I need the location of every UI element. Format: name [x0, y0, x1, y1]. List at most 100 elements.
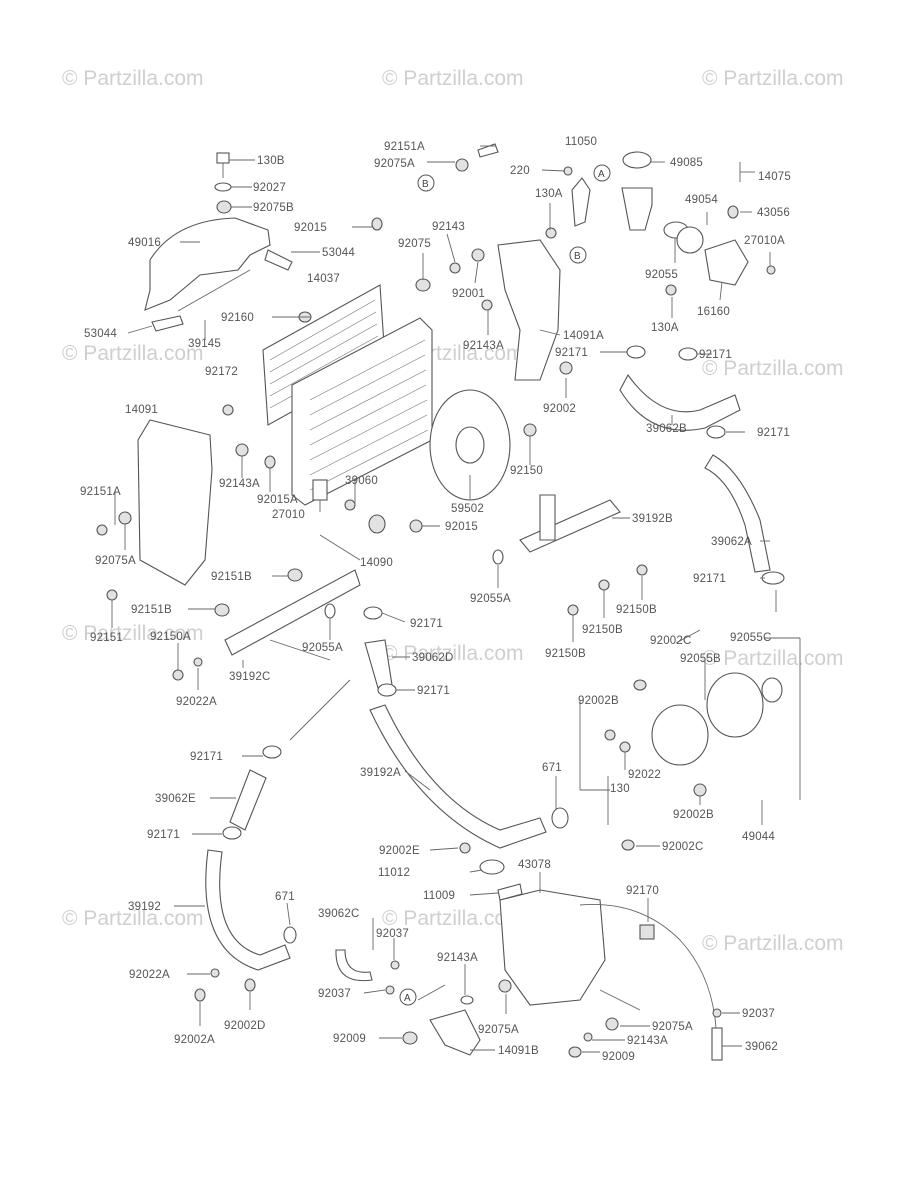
part-number-label: 92055A — [302, 642, 343, 654]
hose-11009-drawing — [497, 883, 523, 901]
part-number-label: 92002B — [673, 809, 714, 821]
part-number-label: 14091 — [125, 404, 158, 416]
cap-11012-drawing — [479, 859, 505, 875]
part-number-label: 92171 — [147, 829, 180, 841]
part-number-label: 53044 — [84, 328, 117, 340]
part-number-label: 92150B — [616, 604, 657, 616]
part-number-label: 92171 — [190, 751, 223, 763]
part-number-label: 220 — [510, 165, 530, 177]
washer-92027-drawing — [214, 182, 232, 192]
part-number-label: 39192 — [128, 901, 161, 913]
part-number-label: 92075A — [374, 158, 415, 170]
part-number-label: 671 — [542, 762, 562, 774]
part-labels: 130B 92027 92075B 49016 92015 53044 1403… — [80, 136, 791, 1063]
part-number-label: 92143A — [463, 340, 504, 352]
part-number-label: 39192A — [360, 767, 401, 779]
pipe-39192b-drawing — [519, 499, 621, 553]
pipe-39192a-drawing — [369, 704, 547, 849]
callout-a-label: A — [598, 169, 605, 180]
part-number-label: 92015 — [445, 521, 478, 533]
part-number-label: 92150B — [545, 648, 586, 660]
pump-body-drawing — [651, 704, 709, 766]
part-number-label: 92075 — [398, 238, 431, 250]
part-number-label: 27010 — [272, 509, 305, 521]
part-number-label: 92015A — [257, 494, 298, 506]
part-number-label: 14075 — [758, 171, 791, 183]
drain-27010-drawing — [312, 479, 328, 501]
part-number-label: 92002C — [662, 841, 703, 853]
part-number-label: 92170 — [626, 885, 659, 897]
part-number-label: 39062E — [155, 793, 196, 805]
part-number-label: 92151A — [384, 141, 425, 153]
part-number-label: 92171 — [410, 618, 443, 630]
part-number-label: 92022 — [628, 769, 661, 781]
part-number-label: 92171 — [417, 685, 450, 697]
part-number-label: 92022A — [176, 696, 217, 708]
part-number-label: 14090 — [360, 557, 393, 569]
part-number-label: 92143A — [627, 1035, 668, 1047]
part-number-label: 92002B — [578, 695, 619, 707]
strip-53044-drawing — [264, 249, 293, 271]
watermark-text: © Partzilla.com — [702, 932, 844, 955]
part-number-label: 92151B — [131, 604, 172, 616]
part-number-label: 14091B — [498, 1045, 539, 1057]
watermark-text: © Partzilla.com — [702, 67, 844, 90]
thermostat-49054-drawing — [676, 226, 704, 254]
part-number-label: 11012 — [378, 867, 410, 879]
callout-b-circle — [417, 174, 435, 192]
filler-neck-drawing — [621, 187, 653, 231]
part-number-label: 53044 — [322, 247, 355, 259]
housing-16160-drawing — [704, 239, 749, 286]
part-number-label: 92037 — [742, 1008, 775, 1020]
part-drawings — [96, 143, 785, 1061]
plate-14091b-drawing — [429, 1009, 481, 1056]
part-number-label: 92009 — [333, 1033, 366, 1045]
part-number-label: 92055C — [730, 632, 771, 644]
callout-b-label: B — [574, 251, 581, 262]
part-number-label: 39062 — [745, 1041, 778, 1053]
part-number-label: 39062C — [318, 908, 359, 920]
part-number-label: 59502 — [451, 503, 484, 515]
part-number-label: 92171 — [693, 573, 726, 585]
grommet-92075b-drawing — [216, 200, 232, 214]
hose-39062e-drawing — [229, 769, 267, 831]
hose-39062a-drawing — [704, 454, 771, 573]
part-number-label: 671 — [275, 891, 295, 903]
part-number-label: 39062B — [646, 423, 687, 435]
part-number-label: 92160 — [221, 312, 254, 324]
clamp-92170-drawing — [639, 924, 655, 940]
oring-671-drawing — [283, 926, 297, 944]
part-number-label: 39192B — [632, 513, 673, 525]
part-number-label: 130A — [535, 188, 563, 200]
watermark-text: © Partzilla.com — [702, 647, 844, 670]
part-number-label: 92171 — [757, 427, 790, 439]
part-number-label: 92075A — [652, 1021, 693, 1033]
part-number-label: 130 — [610, 783, 630, 795]
part-number-label: 92009 — [602, 1051, 635, 1063]
part-number-label: 92171 — [699, 349, 732, 361]
pipe-39192-drawing — [205, 849, 291, 971]
watermark-text: © Partzilla.com — [62, 67, 204, 90]
part-number-label: 27010A — [744, 235, 785, 247]
watermark-text: © Partzilla.com — [62, 342, 204, 365]
part-number-label: 39060 — [345, 475, 378, 487]
part-number-label: 92151A — [80, 486, 121, 498]
line-92170-drawing — [579, 904, 717, 1029]
oring-92055c-drawing — [761, 677, 783, 703]
part-number-label: 39145 — [188, 338, 221, 350]
part-number-label: 92055 — [645, 269, 678, 281]
part-number-label: 92171 — [555, 347, 588, 359]
part-number-label: 92002E — [379, 845, 420, 857]
radiator-hatch — [309, 339, 429, 491]
callout-b-circle — [569, 246, 587, 264]
bracket-14091a-drawing — [497, 239, 561, 381]
strip-53044b-drawing — [151, 315, 184, 332]
part-number-label: 130B — [257, 155, 285, 167]
part-number-label: 49044 — [742, 831, 775, 843]
part-number-label: 92022A — [129, 969, 170, 981]
bolt-130b-drawing — [216, 152, 230, 164]
hose-39062-drawing — [711, 1027, 723, 1061]
part-number-label: 92002A — [174, 1034, 215, 1046]
hose-39062c-drawing — [335, 949, 373, 982]
